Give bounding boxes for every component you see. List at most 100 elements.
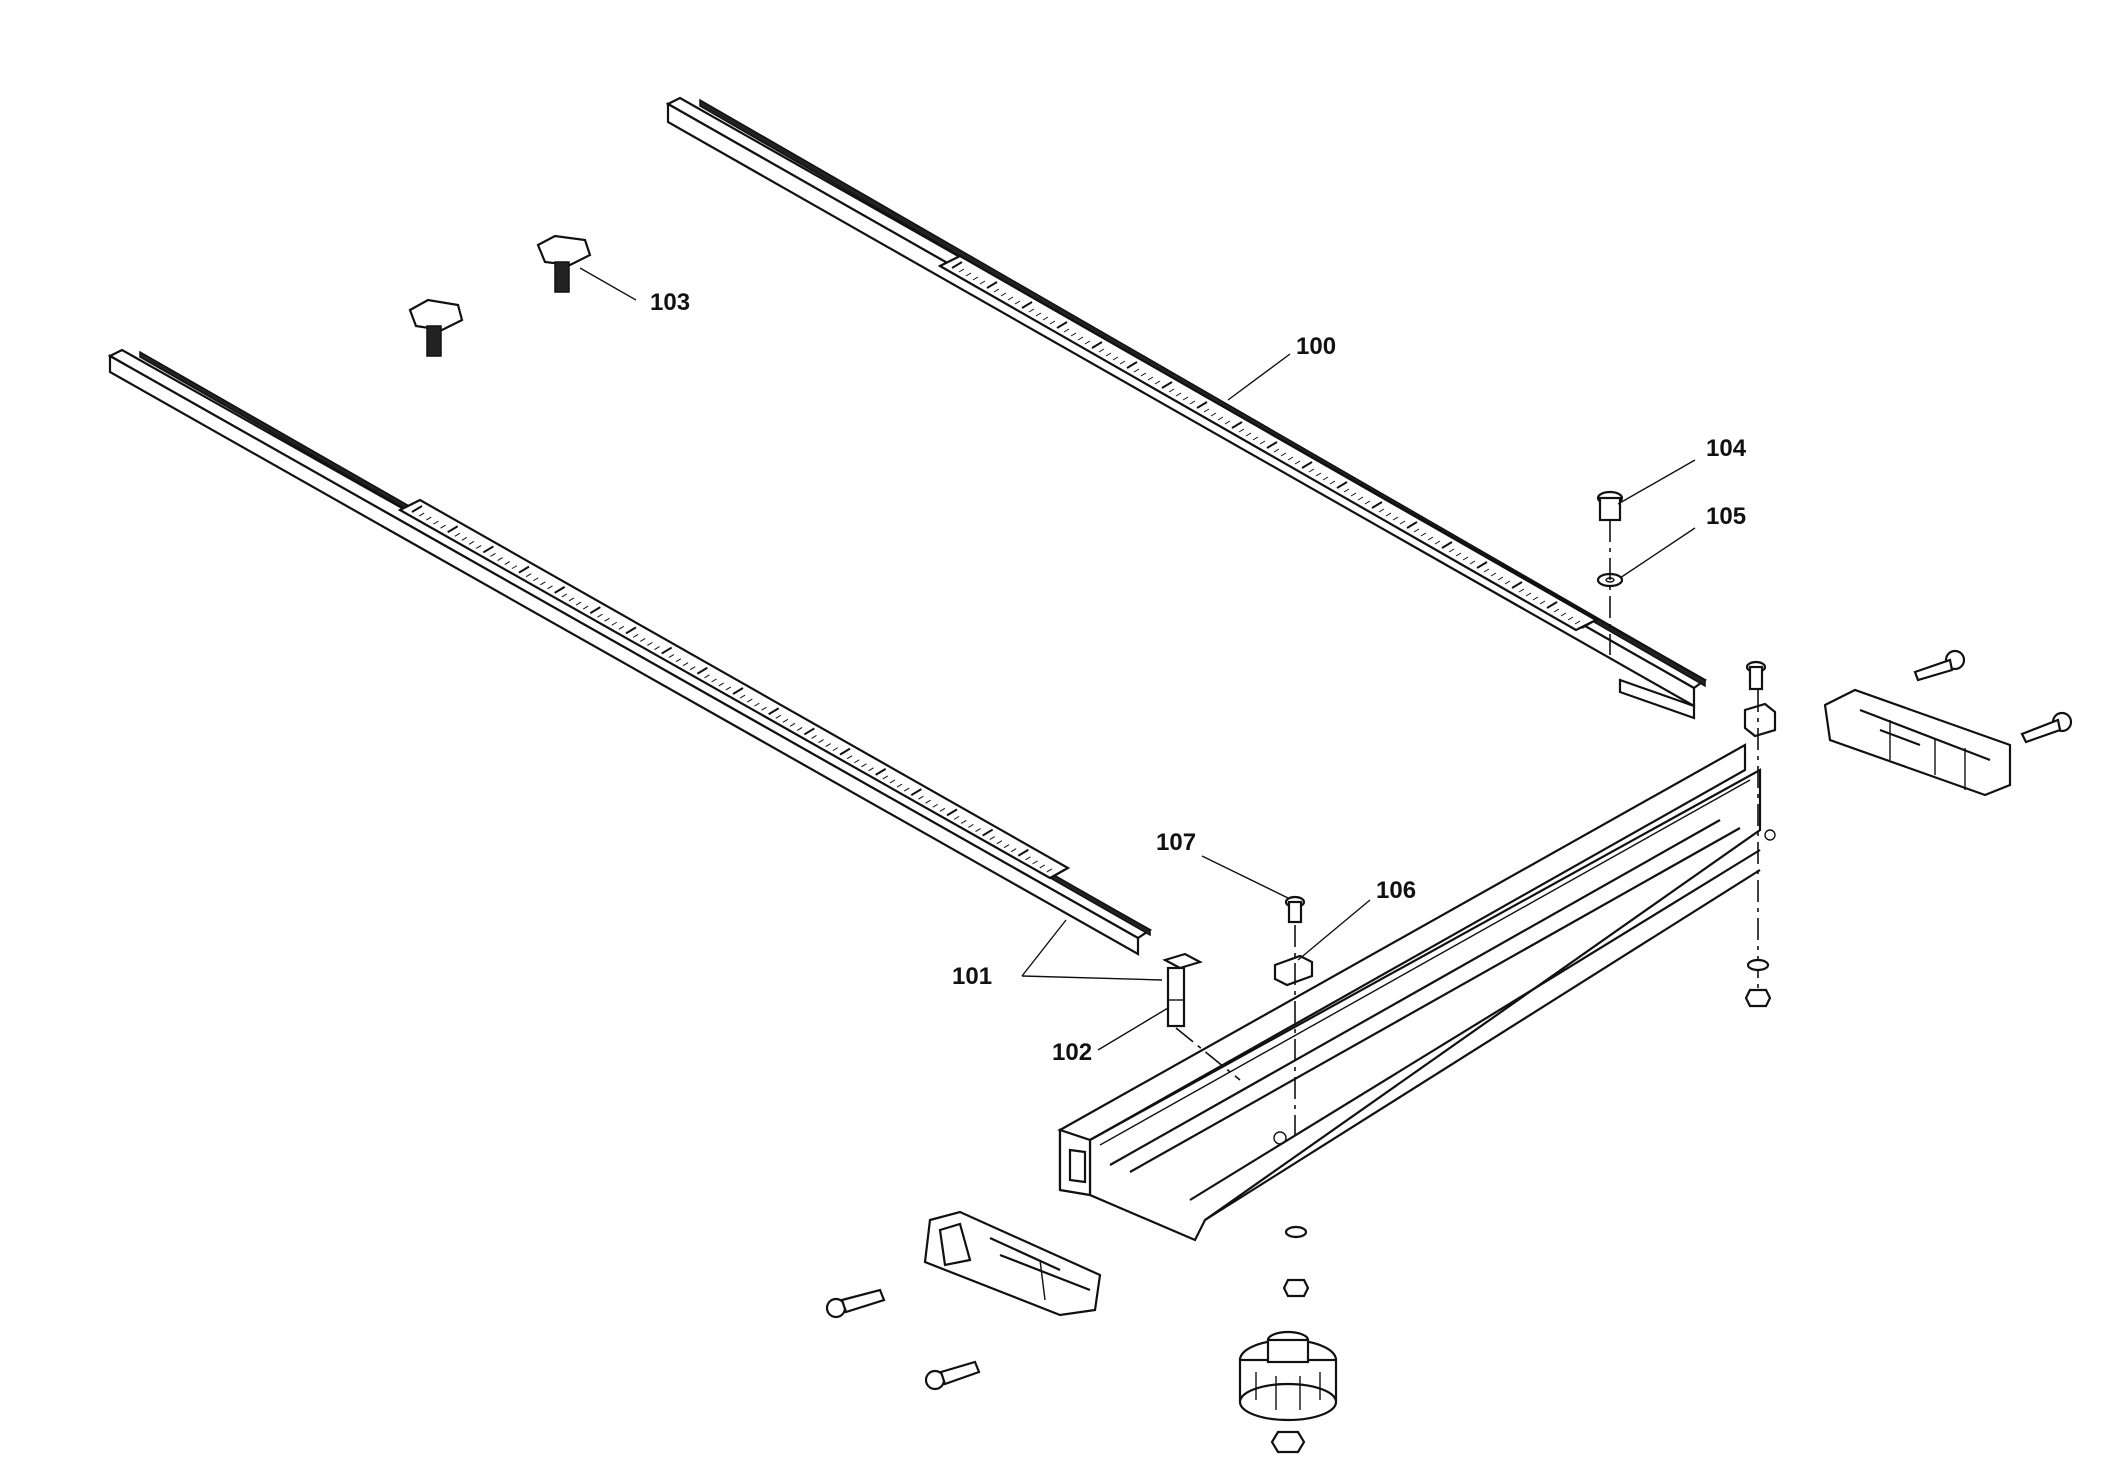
leader-lines: [579, 267, 1696, 1051]
scale-tick-upper: [1350, 492, 1357, 497]
scale-tick-upper: [993, 288, 1000, 293]
scale-tick-lower: [482, 545, 494, 554]
scale-tick-upper: [1035, 312, 1042, 317]
scale-tick-lower: [1046, 868, 1053, 873]
scale-tick-lower: [547, 585, 553, 590]
scale-tick-lower: [418, 512, 425, 517]
end-cap-rear: [1823, 688, 2012, 797]
scale-tick-lower: [918, 795, 924, 800]
scale-tick-upper: [1329, 480, 1336, 485]
scale-tick-lower: [568, 597, 575, 602]
scale-tick-upper: [1357, 496, 1364, 501]
scale-tick-upper: [1217, 416, 1224, 421]
scale-tick-upper: [1014, 300, 1021, 305]
scale-tick-upper: [1245, 432, 1252, 437]
scale-tick-upper: [1476, 561, 1488, 569]
scale-tick-lower: [696, 666, 708, 675]
scale-tick-lower: [718, 682, 724, 687]
scale-tick-lower: [618, 625, 625, 630]
scale-tick-lower: [468, 540, 475, 545]
scale-tick-upper: [1259, 440, 1266, 445]
scale-tick-upper: [1161, 381, 1173, 389]
scale-tick-upper: [1364, 500, 1371, 505]
pin-102: [1162, 952, 1203, 1028]
scale-tick-lower: [811, 735, 817, 739]
scale-tick-lower: [711, 678, 717, 683]
scale-tick-lower: [597, 613, 603, 618]
scale-tick-lower: [839, 747, 851, 756]
scale-tick-lower: [426, 516, 432, 521]
scale-tick-upper: [1371, 501, 1383, 509]
scale-tick-upper: [1427, 536, 1434, 541]
scale-tick-upper: [1168, 388, 1175, 393]
scale-tick-lower: [825, 743, 831, 748]
scale-tick-upper: [1553, 608, 1560, 613]
screw-front-lower: [924, 1360, 981, 1391]
scale-tick-upper: [1406, 521, 1418, 529]
scale-tick-upper: [1490, 572, 1497, 577]
scale-tick-upper: [1574, 620, 1581, 625]
scale-tick-lower: [989, 836, 996, 841]
callout-105: 105: [1706, 503, 1746, 530]
scale-tick-upper: [1392, 516, 1399, 521]
scale-tick-lower: [868, 767, 874, 772]
scale-tick-lower: [747, 698, 753, 703]
scale-tick-lower: [775, 714, 782, 719]
scale-tick-lower: [961, 819, 967, 824]
scale-tick-lower: [433, 520, 439, 525]
scale-tick-lower: [846, 755, 853, 760]
scale-tick-upper: [1511, 581, 1523, 589]
scale-tick-lower: [925, 799, 931, 804]
scale-tick-lower: [796, 726, 803, 731]
scale-tick-upper: [1483, 568, 1490, 573]
scale-tick-upper: [1280, 452, 1287, 457]
scale-tick-lower: [1039, 864, 1045, 869]
scale-tick-lower: [732, 687, 744, 695]
scale-tick-upper: [1091, 341, 1103, 349]
scale-tick-upper: [1546, 601, 1558, 609]
scale-tick-upper: [1224, 420, 1231, 425]
scale-tick-upper: [951, 261, 963, 269]
thumb-screw-103a: [536, 234, 592, 293]
scale-tick-lower: [540, 581, 546, 586]
lock-knob: [1238, 1330, 1338, 1454]
callout-100: 100: [1296, 333, 1336, 360]
scale-tick-upper: [1567, 616, 1574, 621]
scale-tick-lower: [946, 808, 958, 817]
scale-tick-upper: [965, 272, 972, 277]
scale-tick-lower: [575, 601, 582, 606]
scale-tick-upper: [1077, 336, 1084, 341]
scale-tick-lower: [440, 524, 446, 529]
scale-tick-lower: [968, 824, 974, 828]
scale-tick-upper: [1210, 412, 1217, 417]
scale-tick-lower: [725, 686, 732, 691]
callout-labels: 100 101 102 103 104 105 106 107: [650, 289, 1747, 1066]
scale-tick-lower: [490, 553, 496, 557]
scale-tick-lower: [861, 763, 867, 768]
scale-tick-lower: [932, 803, 938, 808]
scale-tick-upper: [1049, 320, 1056, 325]
scale-tick-lower: [654, 646, 660, 650]
callout-106: 106: [1376, 877, 1416, 904]
scale-tick-upper: [1063, 328, 1070, 333]
scale-tick-lower: [1053, 869, 1065, 877]
washer-nut-rear: [1744, 958, 1772, 1008]
scale-tick-lower: [975, 828, 981, 832]
scale-tick-upper: [1497, 576, 1504, 581]
scale-ticks-upper: [951, 261, 1593, 629]
scale-tick-upper: [1336, 481, 1348, 489]
scale-tick-lower: [504, 561, 510, 566]
scale-tick-upper: [1434, 540, 1441, 545]
scale-tick-lower: [411, 505, 423, 513]
scale-tick-upper: [1448, 548, 1455, 553]
scale-tick-lower: [589, 606, 601, 614]
scale-tick-lower: [803, 727, 815, 736]
scale-tick-lower: [640, 637, 646, 642]
scale-tick-upper: [1203, 408, 1210, 413]
callout-101: 101: [952, 963, 992, 990]
scale-tick-lower: [854, 759, 860, 764]
screw-rear-lower: [2020, 711, 2073, 744]
scale-tick-lower: [447, 525, 459, 534]
scale-tick-upper: [1532, 596, 1539, 601]
